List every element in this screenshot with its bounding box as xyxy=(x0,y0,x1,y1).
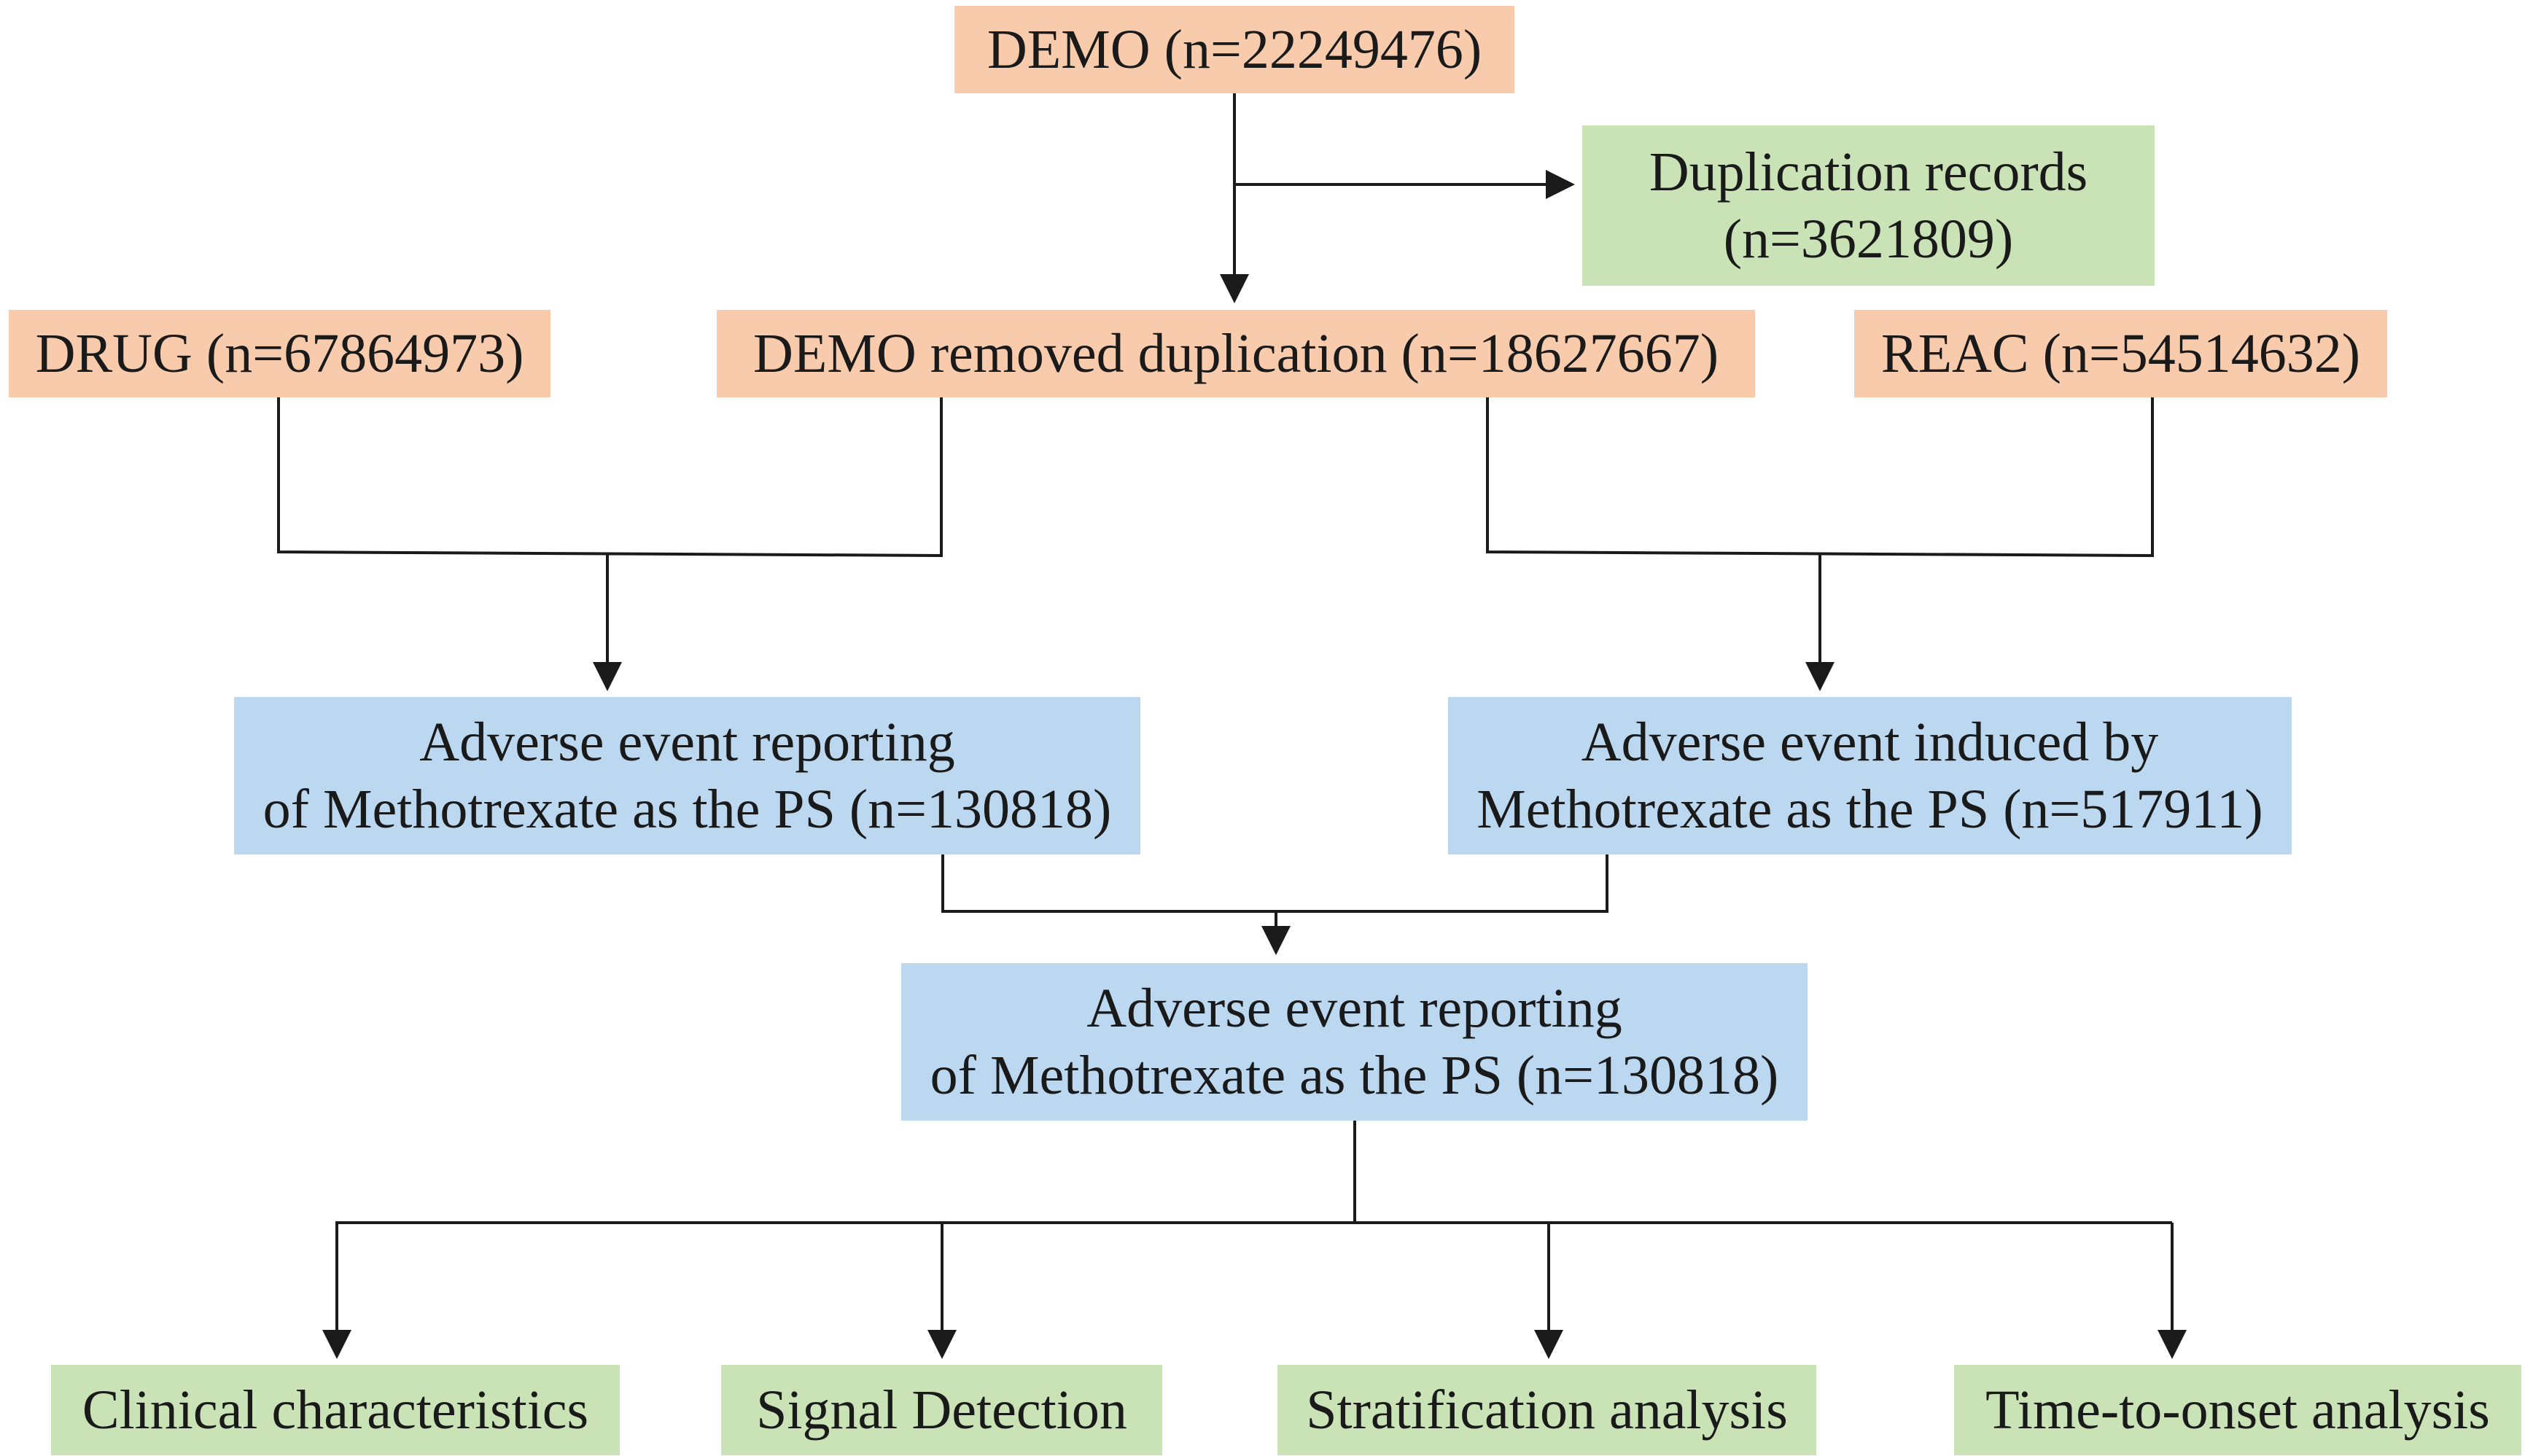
stratification-label: Stratification analysis xyxy=(1306,1379,1788,1441)
ae-induced-box: Adverse event induced by Methotrexate as… xyxy=(1448,697,2292,854)
final-label-line1: Adverse event reporting xyxy=(1086,978,1622,1039)
clinical-label: Clinical characteristics xyxy=(82,1379,589,1441)
time-to-onset-analysis-box: Time-to-onset analysis xyxy=(1954,1365,2521,1455)
duplication-label-line2: (n=3621809) xyxy=(1723,209,2014,270)
ae-reporting-label-line1: Adverse event reporting xyxy=(419,712,955,773)
demo-removed-box: DEMO removed duplication (n=18627667) xyxy=(717,310,1755,397)
time-to-onset-label: Time-to-onset analysis xyxy=(1985,1379,2490,1441)
demo-removed-label: DEMO removed duplication (n=18627667) xyxy=(752,323,1719,384)
demo-reac-connector xyxy=(1486,397,2154,558)
reac-label: REAC (n=54514632) xyxy=(1880,323,2361,384)
demo-label: DEMO (n=22249476) xyxy=(987,19,1482,80)
ae-induced-label-line2: Methotrexate as the PS (n=517911) xyxy=(1477,779,2263,840)
clinical-characteristics-box: Clinical characteristics xyxy=(51,1365,620,1455)
duplication-label-line1: Duplication records xyxy=(1649,141,2088,203)
final-ae-reporting-box: Adverse event reporting of Methotrexate … xyxy=(901,963,1808,1121)
ae-induced-label-line1: Adverse event induced by xyxy=(1581,712,2159,773)
drug-demo-connector xyxy=(277,397,943,558)
signal-label: Signal Detection xyxy=(756,1379,1127,1441)
drug-box: DRUG (n=67864973) xyxy=(9,310,550,397)
reac-box: REAC (n=54514632) xyxy=(1854,310,2387,397)
drug-label: DRUG (n=67864973) xyxy=(35,323,524,384)
signal-detection-box: Signal Detection xyxy=(721,1365,1162,1455)
duplication-records-box: Duplication records (n=3621809) xyxy=(1582,125,2155,286)
merge-connector xyxy=(941,854,1608,913)
ae-reporting-label-line2: of Methotrexate as the PS (n=130818) xyxy=(262,779,1112,840)
demo-box: DEMO (n=22249476) xyxy=(954,6,1514,93)
final-label-line2: of Methotrexate as the PS (n=130818) xyxy=(930,1045,1779,1106)
ae-reporting-box: Adverse event reporting of Methotrexate … xyxy=(234,697,1140,854)
stratification-analysis-box: Stratification analysis xyxy=(1277,1365,1816,1455)
